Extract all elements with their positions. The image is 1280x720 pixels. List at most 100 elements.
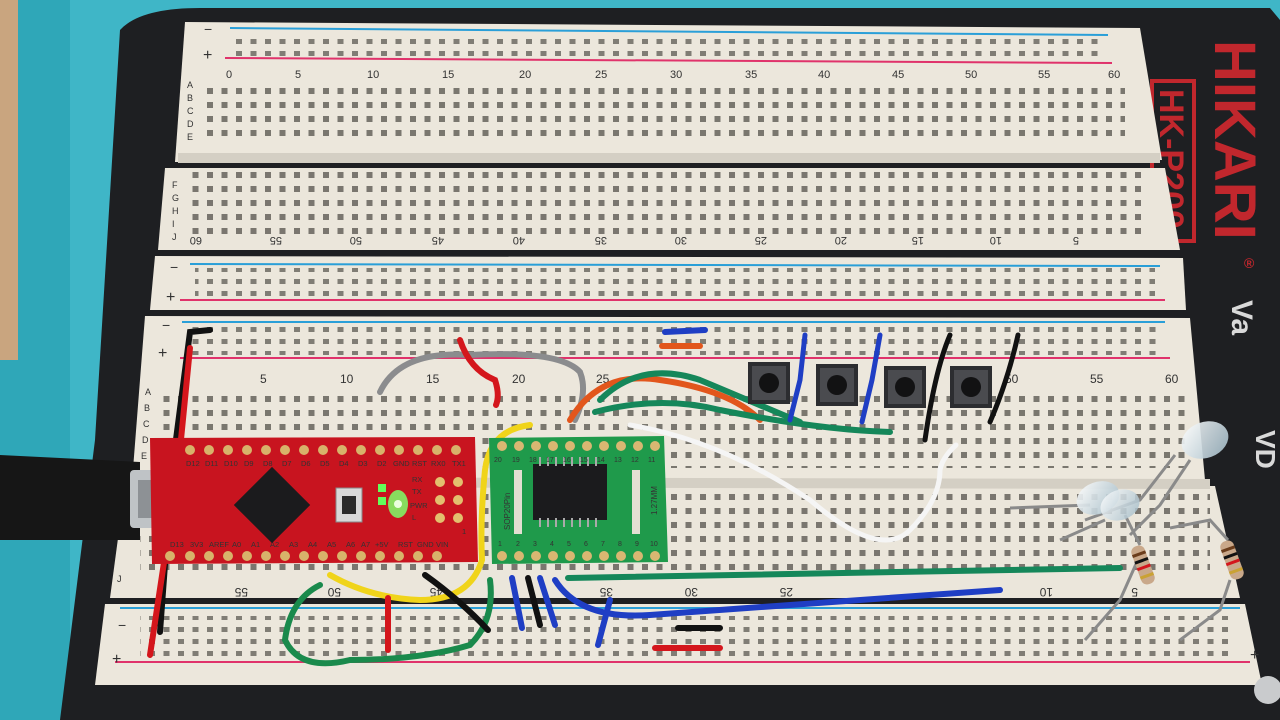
top-row-letter: F [172,180,178,190]
wire-black-top-2 [987,332,1021,425]
bottom-row-letter: J [117,574,122,584]
top-col-number: 20 [519,69,531,81]
wire-red-top [457,337,501,408]
bottom-col-number-inverted: 25 [779,585,793,599]
top-col-number-inverted: 5 [1073,234,1079,246]
led-tx-icon [378,497,386,505]
wire-blue-rail-link [662,327,708,335]
top-col-number: 40 [818,69,830,81]
top-col-number-inverted: 40 [513,234,525,246]
top-col-number: 30 [670,69,682,81]
adapter-pitch-label: 1.27MM [650,486,659,515]
adapter-pin-number: 16 [563,457,571,464]
nano-pin-label: D10 [224,459,238,468]
nano-pin-label: A7 [361,540,370,549]
led-clear-1-icon [1181,421,1229,459]
tactile-buttons [748,362,992,408]
top-col-number-inverted: 45 [432,234,444,246]
led-clear-3-icon [1100,489,1140,521]
top-col-number: 0 [226,69,232,81]
adapter-pin-number: 14 [597,457,605,464]
wire-blue-short-1 [509,575,525,631]
wire-blue-long [552,577,1003,619]
bottom-row-letter: B [144,403,150,413]
rail-plus-upper: + [158,345,167,362]
bottom-col-number: 20 [512,372,526,386]
top-col-number: 25 [595,69,607,81]
wire-blue-top-2 [859,332,883,425]
bottom-row-letter: A [145,387,151,397]
nano-pin-label: D13 [170,540,184,549]
rail-plus-top: + [203,47,212,64]
wire-green-bottom [281,577,494,667]
nano-pin-label: D6 [301,459,311,468]
adapter-pin-number: 12 [631,457,639,464]
nano-pin-label: D4 [339,459,349,468]
rail-minus-top: − [204,21,212,37]
bottom-col-number: 55 [1090,372,1104,386]
top-col-number-inverted: 15 [912,234,924,246]
adapter-pin-number: 6 [584,541,588,548]
nano-pin-label: A0 [232,540,241,549]
top-col-number: 50 [965,69,977,81]
breadboard-top: − + A B C D E F G H I J 0 5 10 15 20 25 … [158,21,1180,250]
leds-and-resistors [1009,421,1244,642]
wire-black-bottom [422,572,491,633]
wire-blue-short-3 [595,597,613,648]
adapter-pin-number: 5 [567,541,571,548]
screw-icon [1254,676,1280,704]
power-rail-middle: − + [150,256,1186,310]
wire-black-short [525,575,543,628]
bottom-col-number-inverted: 10 [1039,585,1053,599]
adapter-pin-number: 7 [601,541,605,548]
nano-pin-label: AREF [209,540,229,549]
svg-text:SOP20Pin: SOP20Pin [503,493,512,530]
top-col-number-inverted: 50 [350,234,362,246]
nano-pin-label: A4 [308,540,317,549]
wood-surface [0,0,18,360]
nano-pin-label: RST [398,540,413,549]
nano-pin-label: A5 [327,540,336,549]
top-col-number-inverted: 20 [835,234,847,246]
bottom-row-letter: D [142,435,149,445]
rail-minus-upper: − [162,317,170,333]
top-col-number: 60 [1108,69,1120,81]
bottom-col-number-inverted: 5 [1131,585,1138,599]
brand-logo: HIKARI [1202,40,1267,240]
push-button-1[interactable] [748,362,790,404]
top-col-number: 55 [1038,69,1050,81]
nano-pin-label: D11 [205,459,218,468]
wire-blue-top-1 [787,332,808,423]
side-text-2: VD [1250,430,1280,469]
sop20-adapter-board: 20 19 18 17 16 15 14 13 12 11 1 2 3 4 5 … [489,436,668,564]
nano-pin-label: D9 [244,459,254,468]
top-col-number: 35 [745,69,757,81]
nano-side-label: L [412,513,416,522]
adapter-pin-number: 3 [533,541,537,548]
adapter-pin-number: 8 [618,541,622,548]
nano-pin-label: RX0 [431,459,446,468]
push-button-2[interactable] [816,364,858,406]
nano-side-label: TX [412,487,422,496]
bottom-row-letter: E [141,451,147,461]
top-col-number: 5 [295,69,301,81]
svg-text:1.27MM: 1.27MM [650,486,659,515]
nano-pin-label: D12 [186,459,200,468]
nano-pin-label: A2 [270,540,279,549]
adapter-pin-number: 19 [512,457,520,464]
nano-pin-label: A3 [289,540,298,549]
top-row-letter: I [172,219,175,229]
top-row-letter: A [187,80,193,90]
nano-pin-label: RST [412,459,427,468]
wire-orange [567,375,763,423]
adapter-pin-number: 17 [546,457,554,464]
push-button-4[interactable] [950,366,992,408]
reset-button-cap[interactable] [342,496,356,514]
push-button-3[interactable] [884,366,926,408]
top-col-number-inverted: 10 [990,234,1002,246]
top-row-letter: G [172,193,179,203]
wire-white [627,422,959,543]
wire-green-1 [597,370,803,425]
wire-green-long [565,565,1123,581]
rail-plus-mid: + [166,289,175,306]
